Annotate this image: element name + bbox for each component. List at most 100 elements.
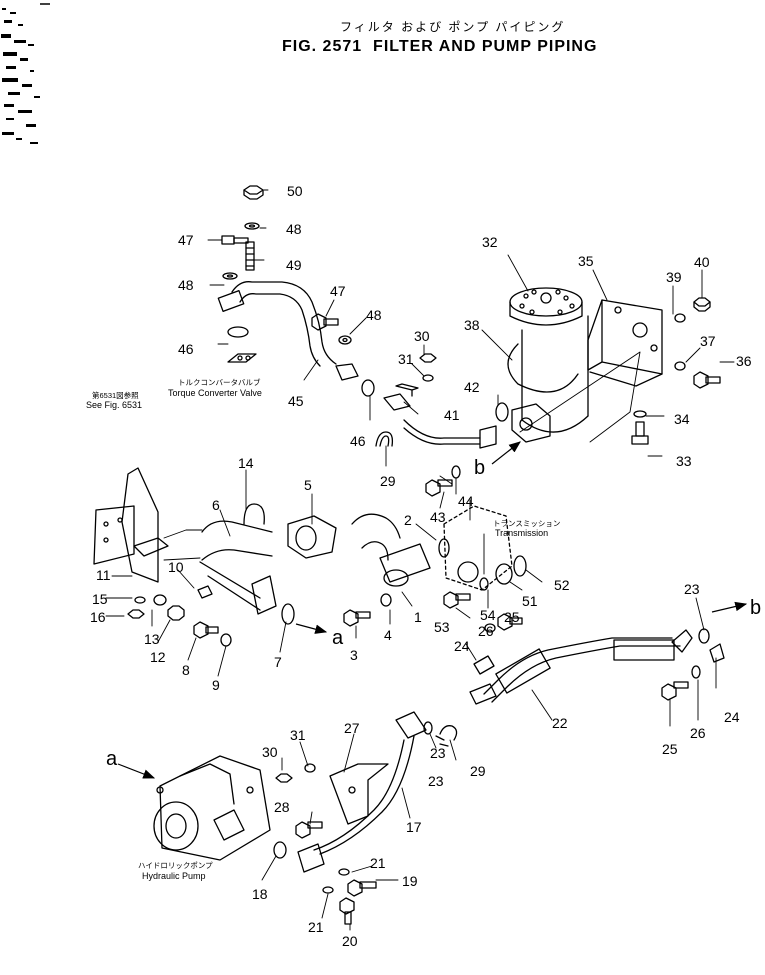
pipe-17 bbox=[297, 711, 427, 873]
torque-converter-valve-pad bbox=[227, 353, 257, 363]
callout: 41 bbox=[444, 407, 460, 423]
transmission-label-jp: トランスミッション bbox=[493, 519, 561, 528]
callout: 24 bbox=[454, 638, 470, 654]
figure-number: FIG. 2571 bbox=[282, 38, 363, 55]
callout: 29 bbox=[380, 473, 396, 489]
torque-converter-label-en: Torque Converter Valve bbox=[168, 388, 262, 398]
washer-21-top bbox=[338, 868, 350, 876]
bracket-35 bbox=[587, 299, 663, 387]
elbow-1 bbox=[351, 513, 431, 587]
pipe-45 bbox=[217, 281, 359, 381]
callout: 8 bbox=[182, 662, 190, 678]
bolt-47-top bbox=[221, 235, 249, 245]
callout: 46 bbox=[178, 341, 194, 357]
bolt-8 bbox=[193, 621, 219, 639]
bolt-43 bbox=[425, 479, 453, 497]
washer-44 bbox=[451, 465, 461, 479]
nut-30-bottom bbox=[275, 773, 293, 783]
stud-49 bbox=[245, 241, 255, 271]
figure-title: FILTER AND PUMP PIPING bbox=[373, 38, 598, 55]
callout: 11 bbox=[96, 567, 111, 583]
o-ring-2 bbox=[438, 538, 450, 558]
washer-48-left bbox=[222, 272, 238, 280]
callout: 48 bbox=[286, 221, 302, 237]
hydraulic-pump bbox=[153, 755, 271, 861]
callout: 53 bbox=[434, 619, 450, 635]
washer-37 bbox=[674, 361, 686, 371]
callout: 30 bbox=[262, 744, 278, 760]
u-bolt-29-top bbox=[375, 431, 394, 447]
bolt-25-mid bbox=[497, 613, 523, 631]
title-japanese: フィルタ および ポンプ パイピング bbox=[340, 20, 566, 34]
bolt-25-right bbox=[661, 681, 689, 701]
clamp-24-left bbox=[473, 655, 495, 675]
callout: 7 bbox=[274, 654, 282, 670]
transmission-plate bbox=[443, 505, 513, 591]
callout: 24 bbox=[724, 709, 740, 725]
bolt-53 bbox=[443, 591, 471, 609]
washer-13 bbox=[153, 594, 167, 606]
callout: 31 bbox=[398, 351, 414, 367]
elbow-6 bbox=[199, 520, 277, 615]
callout: 3 bbox=[350, 647, 358, 663]
callout: 10 bbox=[168, 559, 184, 575]
transmission-label-en: Transmission bbox=[495, 528, 549, 538]
nut-40 bbox=[693, 297, 711, 312]
o-ring-7 bbox=[281, 603, 295, 625]
o-ring-23-top bbox=[698, 628, 710, 644]
washer-31-bottom bbox=[304, 763, 316, 773]
o-ring-18 bbox=[273, 841, 287, 859]
hydraulic-pump-label-en: Hydraulic Pump bbox=[142, 871, 206, 881]
callout: 14 bbox=[238, 455, 254, 471]
bracket-bolt-small bbox=[395, 383, 419, 397]
hex-nut-50 bbox=[243, 185, 264, 200]
pipe-41 bbox=[383, 393, 497, 449]
o-ring-42 bbox=[495, 402, 509, 422]
see-fig-label-jp: 第6531図参照 bbox=[92, 391, 139, 400]
callout: 25 bbox=[504, 609, 520, 625]
arrow-letter: a bbox=[332, 627, 344, 649]
hose-22 bbox=[469, 629, 693, 705]
plug-10 bbox=[197, 585, 213, 599]
callout: 46 bbox=[350, 433, 366, 449]
page-title: FIG. 2571 FILTER AND PUMP PIPING bbox=[282, 38, 597, 56]
washer-31-top bbox=[422, 374, 434, 382]
callout: 35 bbox=[578, 253, 594, 269]
callout: 17 bbox=[406, 819, 422, 835]
o-ring-52 bbox=[513, 555, 527, 577]
callout: 26 bbox=[478, 623, 494, 639]
arrow-letter: b bbox=[474, 457, 485, 479]
callout: 36 bbox=[736, 353, 752, 369]
callout: 16 bbox=[90, 609, 106, 625]
callout: 9 bbox=[212, 677, 220, 693]
bolt-36 bbox=[693, 371, 721, 389]
callout: 5 bbox=[304, 477, 312, 493]
bolt-33 bbox=[631, 421, 649, 445]
callout: 4 bbox=[384, 627, 392, 643]
callout: 45 bbox=[288, 393, 304, 409]
callout: 39 bbox=[666, 269, 682, 285]
flange-5 bbox=[287, 515, 337, 559]
washer-9 bbox=[220, 633, 232, 647]
bolt-19 bbox=[347, 879, 377, 897]
callout: 27 bbox=[344, 720, 360, 736]
nut-16 bbox=[127, 609, 145, 619]
hydraulic-pump-label-jp: ハイドロリックポンプ bbox=[138, 861, 213, 870]
callout: 34 bbox=[674, 411, 690, 427]
callout: 22 bbox=[552, 715, 568, 731]
bolt-20 bbox=[339, 897, 355, 925]
callout: 50 bbox=[287, 183, 303, 199]
nut-30-top bbox=[419, 353, 437, 363]
arrow-b-top bbox=[491, 441, 521, 465]
callout: 2 bbox=[404, 512, 412, 528]
washer-26-right bbox=[691, 665, 701, 679]
washer-54 bbox=[479, 577, 489, 591]
callout: 38 bbox=[464, 317, 480, 333]
washer-4 bbox=[380, 593, 392, 607]
callout: 43 bbox=[430, 509, 446, 525]
callout: 21 bbox=[308, 919, 324, 935]
callout: 44 bbox=[458, 493, 474, 509]
callout: 1 bbox=[414, 609, 422, 625]
see-fig-label-en: See Fig. 6531 bbox=[86, 400, 143, 410]
